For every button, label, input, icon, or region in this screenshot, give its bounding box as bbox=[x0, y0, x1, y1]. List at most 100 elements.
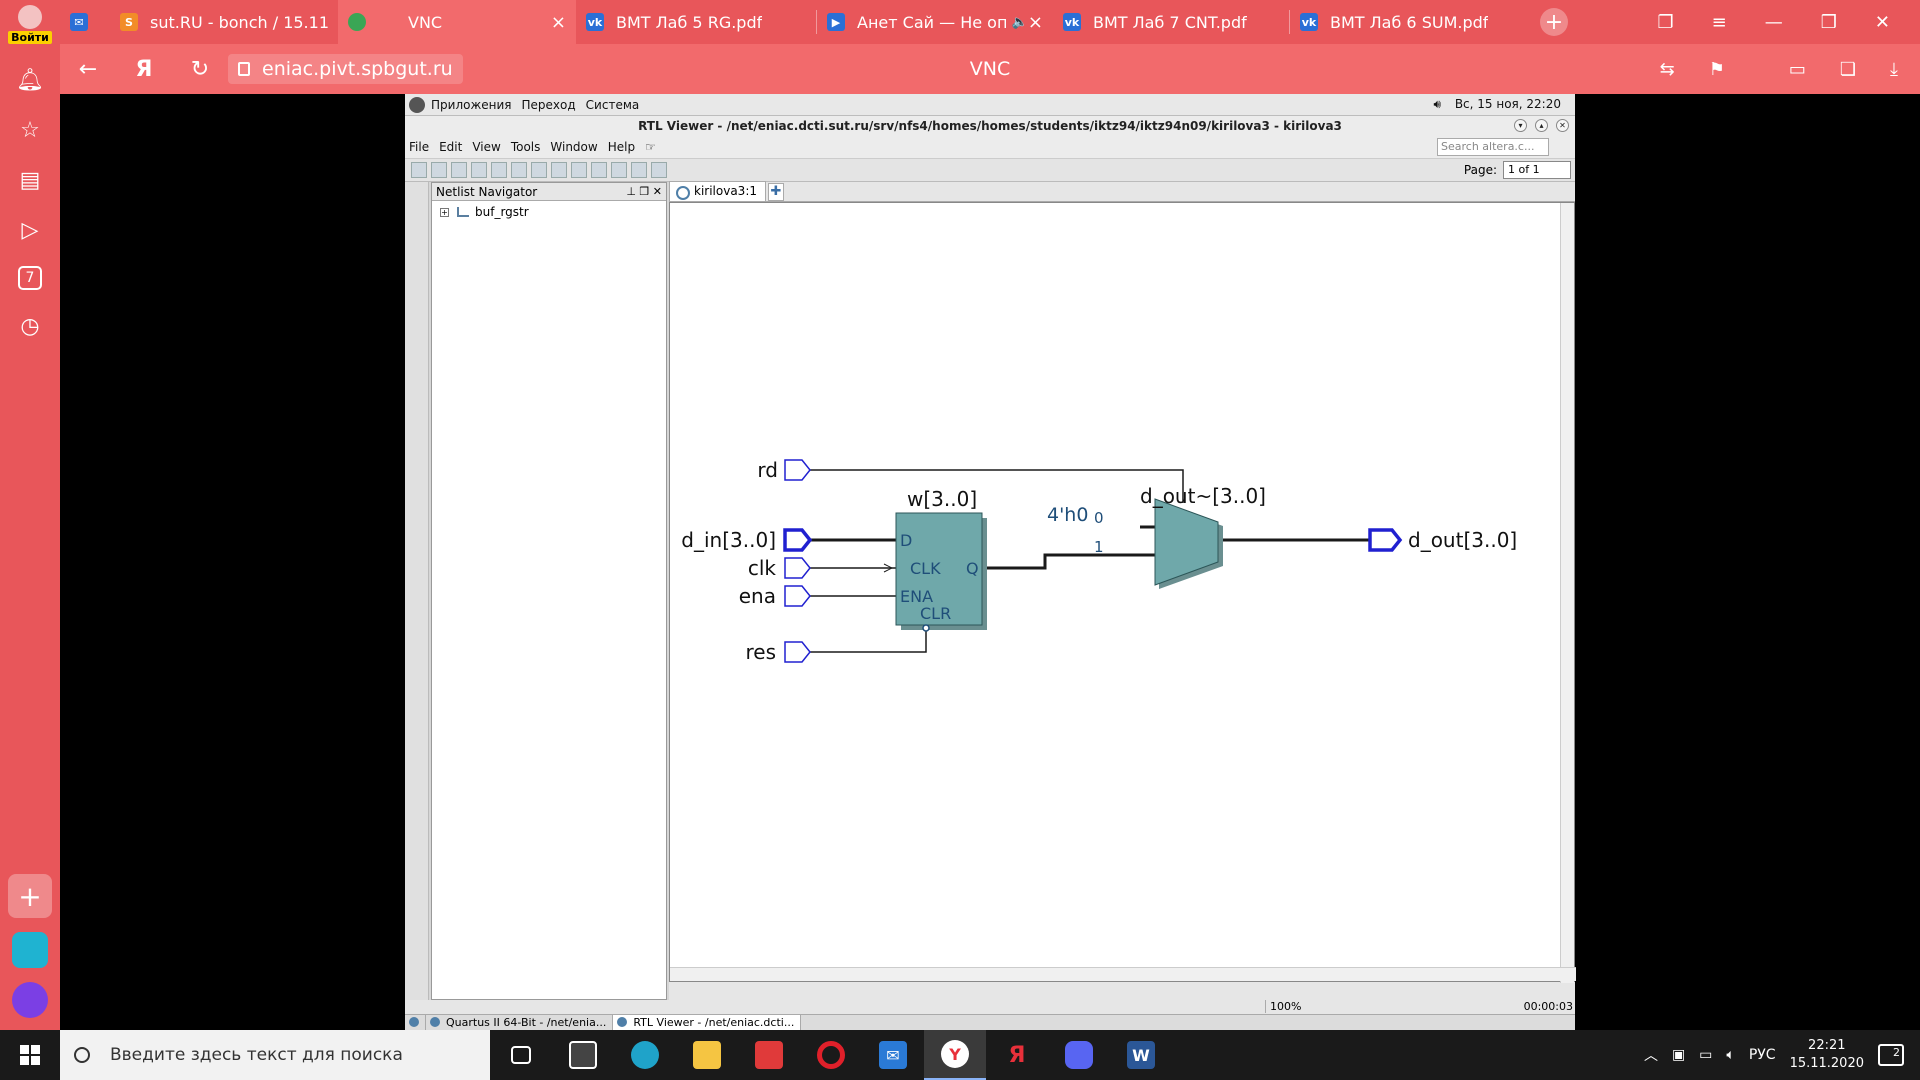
menu-edit[interactable]: Edit bbox=[439, 140, 463, 154]
translate-icon[interactable]: ⇆ bbox=[1659, 58, 1675, 80]
chevron-up-icon[interactable]: ︿ bbox=[1643, 1048, 1658, 1064]
find-icon[interactable] bbox=[471, 162, 487, 178]
history-icon[interactable]: ◷ bbox=[20, 313, 40, 339]
tab-sut[interactable]: S sut.RU - bonch / 15.11.20 bbox=[110, 0, 338, 44]
hierarchy-icon[interactable] bbox=[571, 162, 587, 178]
menu-window[interactable]: Window bbox=[550, 140, 598, 154]
back-icon[interactable] bbox=[411, 162, 427, 178]
panel-pin-icon[interactable]: ⊥ ❐ ✕ bbox=[626, 185, 662, 198]
netlist-item[interactable]: + buf_rgstr bbox=[432, 205, 666, 219]
tab-lab5[interactable]: vk ВМТ Лаб 5 RG.pdf bbox=[576, 0, 816, 44]
horizontal-scrollbar[interactable] bbox=[670, 967, 1576, 981]
tab-lab7[interactable]: vk ВМТ Лаб 7 CNT.pdf bbox=[1053, 0, 1289, 44]
schematic-canvas[interactable]: rd d_in[3..0] clk ena res w[3..0] D CLK … bbox=[669, 202, 1576, 983]
calendar-icon[interactable]: 7 bbox=[18, 266, 42, 290]
close-window-icon[interactable]: ✕ bbox=[1874, 11, 1890, 33]
discord-app[interactable] bbox=[1048, 1030, 1110, 1080]
menu-view[interactable]: View bbox=[472, 140, 501, 154]
port-clk[interactable] bbox=[784, 557, 811, 579]
tab-music[interactable]: ▶ Анет Сай — Не оп 🔈 × bbox=[817, 0, 1053, 44]
explorer-app[interactable] bbox=[676, 1030, 738, 1080]
print-icon[interactable] bbox=[651, 162, 667, 178]
hand-icon[interactable] bbox=[551, 162, 567, 178]
battery-icon[interactable]: ▭ bbox=[1699, 1047, 1713, 1063]
netlist-icon[interactable] bbox=[611, 162, 627, 178]
back-icon[interactable]: ← bbox=[78, 56, 98, 82]
altera-search-input[interactable]: Search altera.c... bbox=[1437, 138, 1549, 156]
menu-help[interactable]: Help bbox=[607, 140, 636, 154]
fit-icon[interactable] bbox=[531, 162, 547, 178]
yandex-browser-app[interactable]: Y bbox=[924, 1030, 986, 1080]
maximize-icon[interactable]: ▴ bbox=[1535, 119, 1548, 132]
refresh-icon[interactable] bbox=[451, 162, 467, 178]
register-w[interactable] bbox=[895, 512, 983, 626]
opera-app[interactable] bbox=[800, 1030, 862, 1080]
port-d-out[interactable] bbox=[1368, 528, 1403, 552]
port-ena[interactable] bbox=[784, 585, 811, 607]
gnome-menu-applications[interactable]: Приложения bbox=[431, 97, 512, 112]
bell-icon[interactable]: 🔔︎ bbox=[16, 67, 44, 93]
menu-file[interactable]: File bbox=[409, 140, 430, 154]
url-field[interactable]: eniac.pivt.spbgut.ru bbox=[228, 54, 463, 84]
network-icon[interactable]: ▣ bbox=[1671, 1047, 1686, 1063]
page-select[interactable]: 1 of 1 bbox=[1503, 161, 1571, 179]
taskbar-search-input[interactable]: Введите здесь текст для поиска bbox=[60, 1030, 490, 1080]
add-sidebar-app-button[interactable]: + bbox=[8, 874, 52, 918]
media-icon[interactable]: ▷ bbox=[21, 217, 39, 243]
edge-app[interactable] bbox=[614, 1030, 676, 1080]
mail-app[interactable]: ✉ bbox=[862, 1030, 924, 1080]
language-indicator[interactable]: РУС bbox=[1748, 1047, 1776, 1063]
help-pointer-icon[interactable]: ☞ bbox=[645, 140, 656, 154]
export-icon[interactable] bbox=[631, 162, 647, 178]
menu-icon[interactable]: ≡ bbox=[1711, 11, 1727, 33]
collections-icon[interactable]: ❏ bbox=[1839, 58, 1857, 80]
port-res[interactable] bbox=[784, 641, 811, 663]
downloads-icon[interactable]: ⤓ bbox=[1890, 58, 1898, 80]
tab-lab6[interactable]: vk ВМТ Лаб 6 SUM.pdf bbox=[1290, 0, 1528, 44]
pinned-tab-mail[interactable]: ✉ bbox=[60, 0, 110, 44]
add-tab-icon[interactable]: ✚ bbox=[768, 183, 784, 201]
tabs-overview-icon[interactable]: ❐ bbox=[1657, 11, 1674, 33]
task-rtl-viewer[interactable]: RTL Viewer - /net/eniac.dcti... bbox=[613, 1015, 802, 1030]
minimize-icon[interactable]: — bbox=[1764, 11, 1783, 33]
color-icon[interactable] bbox=[591, 162, 607, 178]
star-icon[interactable]: ☆ bbox=[20, 117, 40, 143]
mux-d-out[interactable] bbox=[1154, 498, 1219, 586]
vnc-remote-desktop[interactable]: Приложения Переход Система 🔊︎ Вс, 15 ноя… bbox=[405, 94, 1576, 1030]
yandex-icon[interactable]: Я bbox=[135, 56, 153, 82]
profile-button[interactable]: Войти bbox=[0, 0, 60, 44]
new-tab-button[interactable]: + bbox=[1540, 8, 1568, 36]
gnome-menu-system[interactable]: Система bbox=[585, 97, 640, 112]
bookmark-icon[interactable]: ⚑ bbox=[1708, 58, 1725, 80]
word-app[interactable]: W bbox=[1110, 1030, 1172, 1080]
show-desktop-icon[interactable] bbox=[405, 1015, 426, 1030]
task-view-button[interactable] bbox=[490, 1030, 552, 1080]
tab-vnc[interactable]: VNC × bbox=[338, 0, 576, 44]
speaker-icon[interactable]: 🔈 bbox=[1011, 14, 1028, 30]
gnome-clock[interactable]: 🔊︎ Вс, 15 ноя, 22:20 bbox=[1433, 97, 1571, 112]
close-tab-icon[interactable]: × bbox=[550, 11, 566, 33]
battery-saver-icon[interactable]: ▭ bbox=[1788, 58, 1806, 80]
close-tab-icon[interactable]: × bbox=[1027, 11, 1043, 33]
taskbar-clock[interactable]: 22:21 15.11.2020 bbox=[1790, 1037, 1864, 1073]
gnome-menu-places[interactable]: Переход bbox=[521, 97, 576, 112]
vertical-scrollbar[interactable] bbox=[1560, 203, 1574, 983]
menu-tools[interactable]: Tools bbox=[510, 140, 541, 154]
task-quartus[interactable]: Quartus II 64-Bit - /net/enia... bbox=[426, 1015, 614, 1030]
forward-icon[interactable] bbox=[431, 162, 447, 178]
volume-icon[interactable]: 🔊︎ bbox=[1433, 97, 1445, 111]
notifications-button[interactable]: 2 bbox=[1878, 1044, 1904, 1066]
close-icon[interactable]: ✕ bbox=[1556, 119, 1569, 132]
alice-assistant-icon[interactable] bbox=[12, 982, 48, 1018]
select-icon[interactable] bbox=[491, 162, 507, 178]
port-d-in[interactable] bbox=[783, 528, 813, 552]
gift-app[interactable] bbox=[738, 1030, 800, 1080]
store-app[interactable] bbox=[552, 1030, 614, 1080]
collections-icon[interactable]: ▤ bbox=[19, 167, 41, 193]
start-button[interactable] bbox=[0, 1030, 60, 1080]
volume-icon[interactable]: 🔈︎ bbox=[1726, 1047, 1735, 1063]
expand-icon[interactable]: + bbox=[440, 207, 449, 217]
reload-icon[interactable]: ↻ bbox=[190, 56, 210, 82]
minimize-icon[interactable]: ▾ bbox=[1514, 119, 1527, 132]
yandex-app[interactable]: Я bbox=[986, 1030, 1048, 1080]
